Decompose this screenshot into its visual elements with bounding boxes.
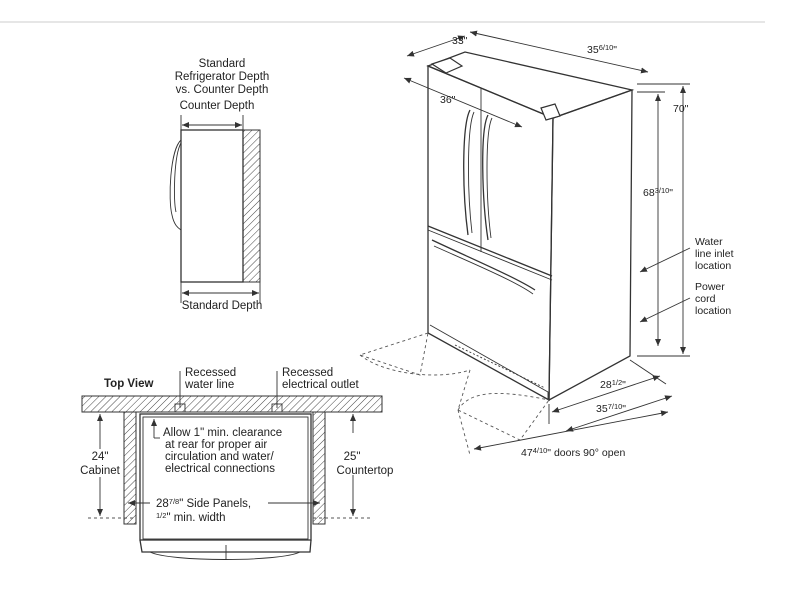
- doors-open-dim-line: [473, 410, 669, 451]
- side-panels-label-bg: [150, 493, 268, 525]
- water-line-label-2: line inlet: [695, 248, 734, 260]
- left-door-handle: [463, 109, 471, 236]
- power-cord-dim-line: [639, 297, 691, 323]
- water-line-label-3: location: [695, 260, 731, 272]
- recessed-water-label-1: Recessed: [185, 367, 236, 379]
- outlet-recess: [271, 403, 283, 413]
- back-wall: [81, 395, 383, 413]
- width-top-dim-line: [406, 35, 466, 57]
- cabinet-label: Cabinet: [80, 465, 120, 477]
- depth-top-dim-line: [469, 30, 649, 74]
- door-swing-arc-left: [358, 332, 429, 376]
- depth-title-line1: Standard: [199, 58, 246, 70]
- left-door-handle-inner: [468, 111, 475, 234]
- door-swing-curve-left: [359, 354, 471, 376]
- top-view-title: Top View: [104, 378, 153, 390]
- drawer-handle-inner: [433, 245, 534, 295]
- power-cord-label-2: cord: [695, 293, 716, 305]
- door-handle-side: [169, 139, 182, 231]
- kickplate: [429, 324, 549, 400]
- width-doors-dim-line: [403, 77, 523, 128]
- fridge-side-profile: [180, 129, 244, 283]
- counter-depth-label: Counter Depth: [180, 100, 255, 112]
- power-cord-label-1: Power: [695, 281, 725, 293]
- clearance-note-4: electrical connections: [165, 463, 275, 475]
- door-handle-inner: [173, 142, 182, 213]
- right-door-handle-inner: [486, 117, 493, 239]
- fridge-top-outline: [139, 413, 312, 541]
- fridge-handle-top-view: [149, 551, 301, 560]
- water-line-recess: [174, 403, 186, 413]
- power-cord-label-3: location: [695, 305, 731, 317]
- door-swing-curve-right: [457, 393, 550, 411]
- width-doors-label: 36": [440, 94, 456, 106]
- countertop-label: Countertop: [337, 465, 394, 477]
- depth-top-label: 356/10": [587, 43, 617, 56]
- depth-bottom-1-label: 281/2": [600, 378, 626, 391]
- top-hinge-right: [540, 103, 561, 121]
- side-panels-label: 287/8" Side Panels,: [156, 497, 251, 510]
- extension-line: [629, 359, 667, 385]
- top-hinge-left: [430, 57, 464, 74]
- depth-title-line3: vs. Counter Depth: [176, 84, 269, 96]
- fridge-isometric-drawing: 33" 36" 356/10" 70" 683/10" Water line i…: [358, 30, 734, 459]
- fridge-door-front-top-view: [139, 539, 312, 553]
- depth-title-line2: Refrigerator Depth: [175, 71, 270, 83]
- fridge-side-face: [548, 89, 633, 402]
- recessed-outlet-label-2: electrical outlet: [282, 379, 360, 391]
- standard-depth-label: Standard Depth: [182, 300, 263, 312]
- recessed-water-label-2: water line: [184, 379, 234, 391]
- clearance-note-1: Allow 1" min. clearance: [163, 427, 282, 439]
- side-panel-hatch: [242, 129, 261, 283]
- top-view-diagram: Top View Recessed water line Recessed el…: [78, 367, 393, 560]
- min-width-label: 1/2" min. width: [156, 511, 225, 524]
- drawer-top-line: [427, 225, 553, 277]
- right-cabinet: [312, 411, 326, 525]
- countertop-label-bg: [330, 433, 376, 475]
- drawer-handle: [431, 239, 536, 291]
- drawer-top-line-inner: [427, 229, 553, 281]
- height-total-label: 70": [673, 103, 689, 115]
- fridge-top-inner: [142, 416, 309, 540]
- clearance-note-3: circulation and water/: [165, 451, 274, 463]
- cabinet-label-bg: [78, 449, 122, 477]
- water-line-label-1: Water: [695, 236, 723, 248]
- door-swing-extent: [457, 409, 471, 456]
- left-cabinet: [123, 411, 137, 525]
- cabinet-depth-label: 24": [92, 451, 109, 463]
- water-line-dim-line: [639, 247, 691, 273]
- recessed-outlet-label-1: Recessed: [282, 367, 333, 379]
- depth-bottom-2-label: 357/10": [596, 402, 626, 415]
- doors-open-label: 474/10" doors 90° open: [521, 446, 625, 459]
- kickplate-vents: [454, 344, 546, 389]
- countertop-depth-label: 25": [344, 451, 361, 463]
- door-swing-arc-right: [457, 369, 550, 441]
- clearance-note-2: at rear for proper air: [165, 439, 267, 451]
- width-top-label: 33": [452, 35, 468, 47]
- depth-comparison-diagram: Standard Refrigerator Depth vs. Counter …: [169, 58, 270, 312]
- height-case-label: 683/10": [643, 186, 673, 199]
